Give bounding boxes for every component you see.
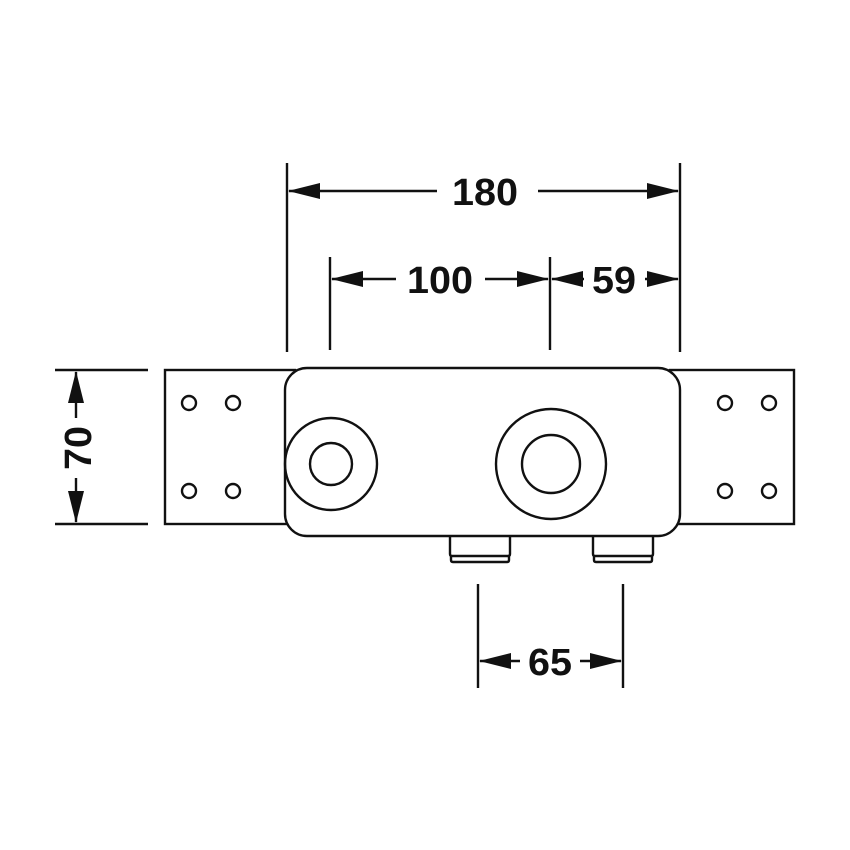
- bottom-connection-left: [448, 536, 512, 564]
- mounting-hole: [180, 482, 198, 500]
- bottom-connection-right: [591, 536, 655, 564]
- dimension-label-180: 180: [452, 172, 518, 214]
- mounting-hole: [716, 482, 734, 500]
- dimension-label-70: 70: [58, 426, 100, 470]
- left-mounting-bracket: [163, 368, 297, 526]
- right-outlet: [494, 407, 608, 521]
- main-body: [283, 366, 682, 538]
- mounting-hole: [716, 394, 734, 412]
- mounting-hole: [180, 394, 198, 412]
- mounting-hole: [760, 482, 778, 500]
- dimension-label-100: 100: [407, 260, 473, 302]
- extension-lines-top: [285, 163, 682, 352]
- left-outlet: [283, 416, 379, 512]
- dimension-label-65: 65: [528, 642, 572, 684]
- extension-lines-bottom: [476, 584, 625, 688]
- extension-lines-left: [55, 368, 148, 526]
- right-mounting-bracket: [668, 368, 796, 526]
- mounting-hole: [224, 482, 242, 500]
- mounting-hole: [224, 394, 242, 412]
- dimension-label-59: 59: [592, 260, 636, 302]
- mounting-hole: [760, 394, 778, 412]
